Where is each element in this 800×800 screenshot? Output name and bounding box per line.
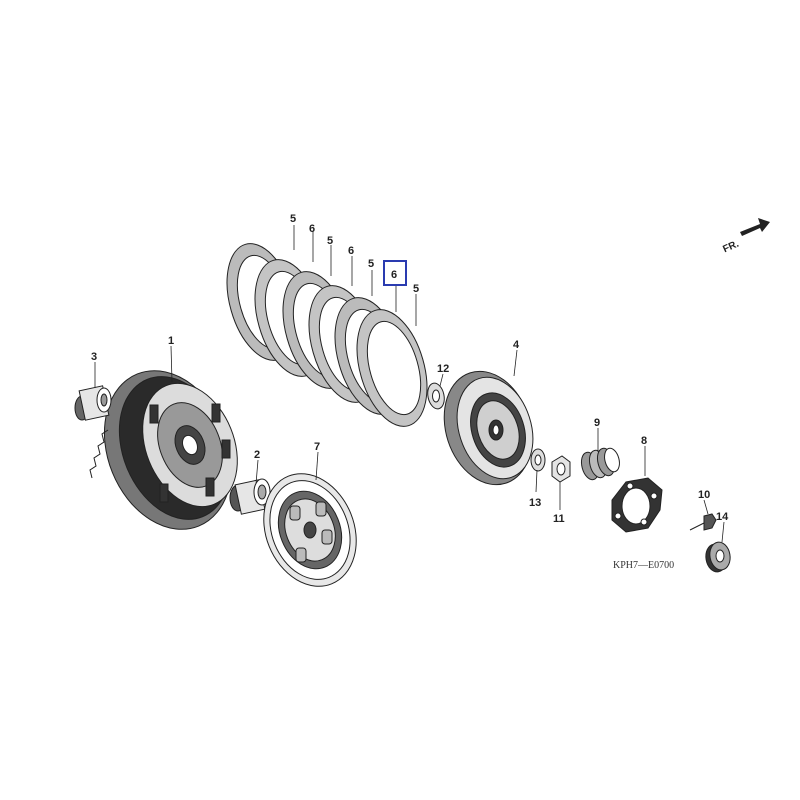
clutch-spring-9 (580, 447, 620, 481)
callout-10: 10 (698, 489, 710, 501)
callout-labels: 1 3 2 7 5 6 5 6 5 6 5 12 4 9 8 13 11 10 … (91, 213, 729, 525)
callout-6-a: 6 (309, 223, 315, 235)
callout-9: 9 (594, 417, 600, 429)
callout-5-a: 5 (290, 213, 296, 225)
callout-5-b: 5 (327, 235, 333, 247)
lifter-plate-8 (611, 477, 663, 533)
callout-14: 14 (716, 511, 729, 523)
front-direction-label: FR. (721, 239, 740, 256)
callout-3: 3 (91, 351, 97, 363)
callout-11: 11 (553, 513, 565, 525)
collar-2 (229, 478, 271, 515)
collar-3 (74, 385, 112, 421)
callout-5-c: 5 (368, 258, 374, 270)
callout-2: 2 (254, 449, 260, 461)
bolt-10 (689, 513, 717, 531)
lock-nut-11 (551, 455, 571, 483)
washer-12 (427, 382, 445, 410)
callout-1: 1 (168, 335, 174, 347)
drawing-code: KPH7—E0700 (613, 560, 674, 571)
clutch-plate-stack (226, 243, 428, 427)
damper-plate-7 (263, 473, 357, 587)
callout-7: 7 (314, 441, 320, 453)
leader-lines (94, 225, 725, 543)
callout-6-highlighted: 6 (391, 269, 397, 281)
bearing-14 (705, 541, 731, 573)
clutch-outer (89, 370, 238, 530)
washer-13 (530, 448, 546, 472)
callout-4: 4 (513, 339, 520, 351)
callout-6-b: 6 (348, 245, 354, 257)
callout-5-d: 5 (413, 283, 419, 295)
callout-8: 8 (641, 435, 647, 447)
pressure-plate-4 (443, 370, 534, 486)
front-direction-arrow: FR. (721, 218, 770, 255)
callout-13: 13 (529, 497, 541, 509)
callout-12: 12 (437, 363, 449, 375)
highlight-box (383, 260, 407, 286)
